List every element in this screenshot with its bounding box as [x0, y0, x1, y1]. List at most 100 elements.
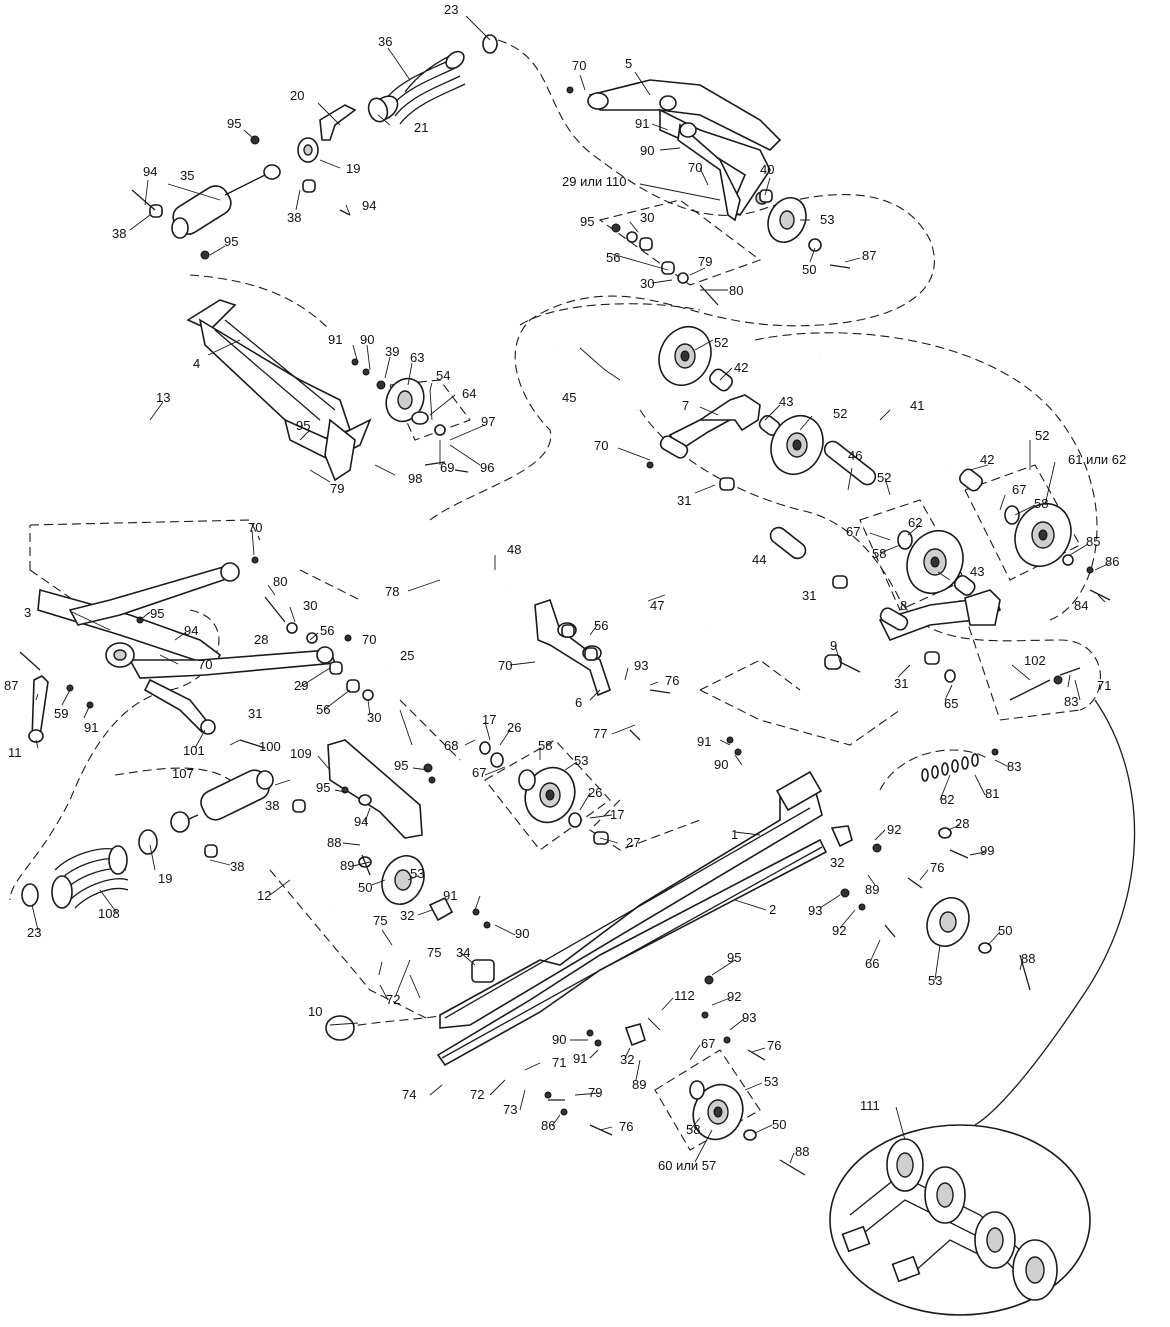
label-78: 78: [385, 584, 399, 599]
label-95: 95: [224, 234, 238, 249]
label-88: 88: [795, 1144, 809, 1159]
label-8: 8: [900, 598, 907, 613]
label-91: 91: [443, 888, 457, 903]
label-71: 71: [552, 1055, 566, 1070]
label-45: 45: [562, 390, 576, 405]
ring-21: [367, 97, 389, 123]
wheel-52-62: [906, 530, 964, 594]
label-53: 53: [574, 753, 588, 768]
label-58: 58: [1034, 496, 1048, 511]
label-81: 81: [985, 786, 999, 801]
label-30: 30: [303, 598, 317, 613]
clip-23-bottom: [21, 883, 39, 907]
small-parts: [19, 86, 1111, 1176]
shock-35: [171, 164, 281, 239]
label-2: 2: [769, 902, 776, 917]
label-23: 23: [444, 2, 458, 17]
label-89: 89: [865, 882, 879, 897]
label-13: 13: [156, 390, 170, 405]
label-53: 53: [410, 866, 424, 881]
label-107: 107: [172, 766, 194, 781]
label-58: 58: [538, 738, 552, 753]
label-29: 29: [294, 678, 308, 693]
label-65: 65: [944, 696, 958, 711]
label-67: 67: [1012, 482, 1026, 497]
label-31: 31: [248, 706, 262, 721]
label-25: 25: [400, 648, 414, 663]
label-11: 11: [8, 745, 22, 760]
label-41: 41: [910, 398, 924, 413]
label-90: 90: [640, 143, 654, 158]
label-92: 92: [887, 822, 901, 837]
label-69: 69: [440, 460, 454, 475]
seat-19-lower: [138, 829, 158, 855]
label-27: 27: [626, 835, 640, 850]
label-1: 1: [731, 827, 738, 842]
wheel-52-mid: [770, 415, 824, 475]
label-92: 92: [832, 923, 846, 938]
label-5: 5: [625, 56, 632, 71]
label-77: 77: [593, 726, 607, 741]
label-76: 76: [930, 860, 944, 875]
label-95: 95: [316, 780, 330, 795]
label-70: 70: [198, 657, 212, 672]
label-83: 83: [1007, 759, 1021, 774]
label-88: 88: [327, 835, 341, 850]
label-26: 26: [507, 720, 521, 735]
label-95: 95: [296, 418, 310, 433]
label-42: 42: [980, 452, 994, 467]
label-3: 3: [24, 605, 31, 620]
spring-108: [51, 845, 129, 909]
label-9: 9: [830, 638, 837, 653]
label-19: 19: [158, 871, 172, 886]
label-91: 91: [635, 116, 649, 131]
label-59: 59: [54, 706, 68, 721]
label-53: 53: [764, 1074, 778, 1089]
label-91: 91: [573, 1051, 587, 1066]
wheel-63: [385, 377, 425, 423]
label-36: 36: [378, 34, 392, 49]
label-70: 70: [594, 438, 608, 453]
label-62: 62: [908, 515, 922, 530]
label-30: 30: [640, 276, 654, 291]
label-58: 58: [686, 1122, 700, 1137]
label-70: 70: [688, 160, 702, 175]
label-38: 38: [287, 210, 301, 225]
label-80: 80: [273, 574, 287, 589]
wheel-53-top: [767, 197, 807, 243]
label-28: 28: [254, 632, 268, 647]
label-89: 89: [632, 1077, 646, 1092]
label-60-57: 60 или 57: [658, 1158, 716, 1173]
spacer-tubes: [709, 368, 983, 596]
label-38: 38: [230, 859, 244, 874]
wheel-53-right: [926, 897, 970, 947]
label-53: 53: [820, 212, 834, 227]
label-99: 99: [980, 843, 994, 858]
wheel-53-bottom: [692, 1083, 744, 1141]
label-21: 21: [414, 120, 428, 135]
label-74: 74: [402, 1087, 416, 1102]
label-94: 94: [184, 623, 198, 638]
label-92: 92: [727, 989, 741, 1004]
label-19: 19: [346, 161, 360, 176]
label-35: 35: [180, 168, 194, 183]
label-75: 75: [373, 913, 387, 928]
label-93: 93: [808, 903, 822, 918]
label-100: 100: [259, 739, 281, 754]
group-outlines: [9, 39, 1101, 1031]
label-40: 40: [760, 162, 774, 177]
label-28: 28: [955, 816, 969, 831]
label-17: 17: [610, 807, 624, 822]
label-7: 7: [682, 398, 689, 413]
label-86: 86: [1105, 554, 1119, 569]
label-84: 84: [1074, 598, 1088, 613]
label-72: 72: [470, 1087, 484, 1102]
label-91: 91: [697, 734, 711, 749]
bracket-20-19: [297, 104, 357, 163]
label-95: 95: [580, 214, 594, 229]
label-79: 79: [698, 254, 712, 269]
label-32: 32: [620, 1052, 634, 1067]
label-42: 42: [734, 360, 748, 375]
label-91: 91: [328, 332, 342, 347]
